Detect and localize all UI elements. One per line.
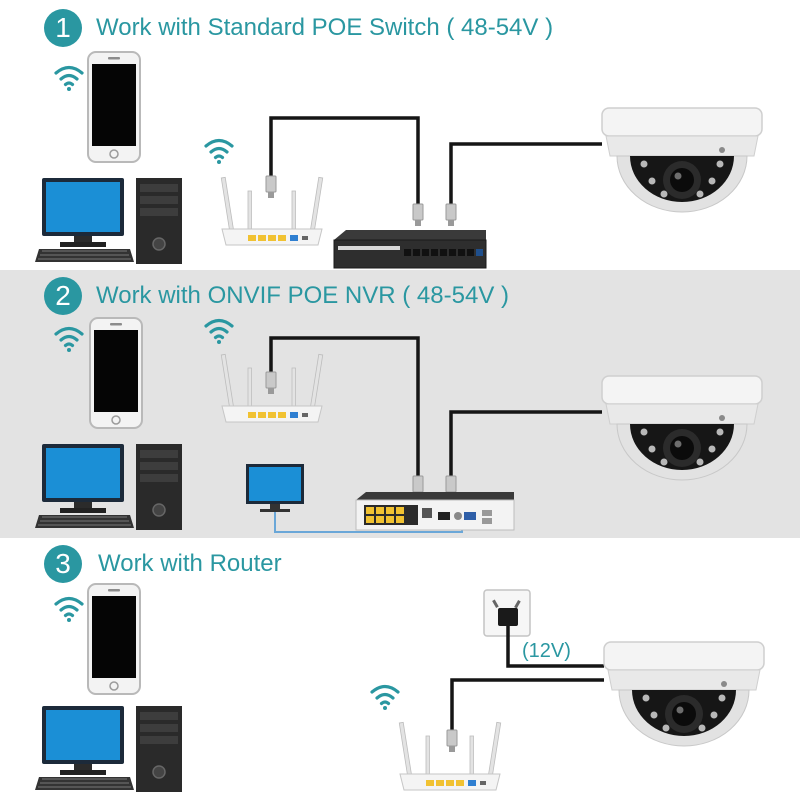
wifi-icon xyxy=(54,326,84,354)
poe-switch xyxy=(333,230,487,269)
section-1-title: Work with Standard POE Switch ( 48-54V ) xyxy=(96,14,554,41)
network-cable xyxy=(269,116,420,206)
dome-camera xyxy=(601,375,763,481)
wifi-icon xyxy=(54,65,84,93)
power-cable xyxy=(506,626,604,668)
rj45-plug xyxy=(412,203,424,227)
smartphone xyxy=(87,583,141,695)
power-voltage-label: (12V) xyxy=(522,640,571,662)
monitor xyxy=(246,464,304,512)
network-cable xyxy=(449,142,602,206)
dome-camera xyxy=(601,107,763,213)
section-2-title: Work with ONVIF POE NVR ( 48-54V ) xyxy=(96,282,509,309)
nvr-recorder xyxy=(355,492,515,531)
network-cable xyxy=(449,410,602,478)
wifi-icon xyxy=(204,318,234,346)
desktop-computer xyxy=(34,177,183,265)
rj45-plug xyxy=(265,175,277,199)
rj45-plug xyxy=(265,371,277,395)
smartphone xyxy=(87,51,141,163)
wifi-icon xyxy=(54,596,84,624)
rj45-plug xyxy=(446,729,458,753)
wifi-icon xyxy=(204,138,234,166)
smartphone xyxy=(89,317,143,429)
wifi-icon xyxy=(370,684,400,712)
section-3-title: Work with Router xyxy=(98,550,282,577)
step-number-2: 2 xyxy=(44,277,82,315)
power-outlet xyxy=(483,589,531,637)
desktop-computer xyxy=(34,705,183,793)
rj45-plug xyxy=(445,203,457,227)
dome-camera xyxy=(603,641,765,747)
network-cable xyxy=(450,678,604,734)
desktop-computer xyxy=(34,443,183,531)
step-number-1: 1 xyxy=(44,9,82,47)
network-cable xyxy=(269,336,420,478)
step-number-3: 3 xyxy=(44,545,82,583)
